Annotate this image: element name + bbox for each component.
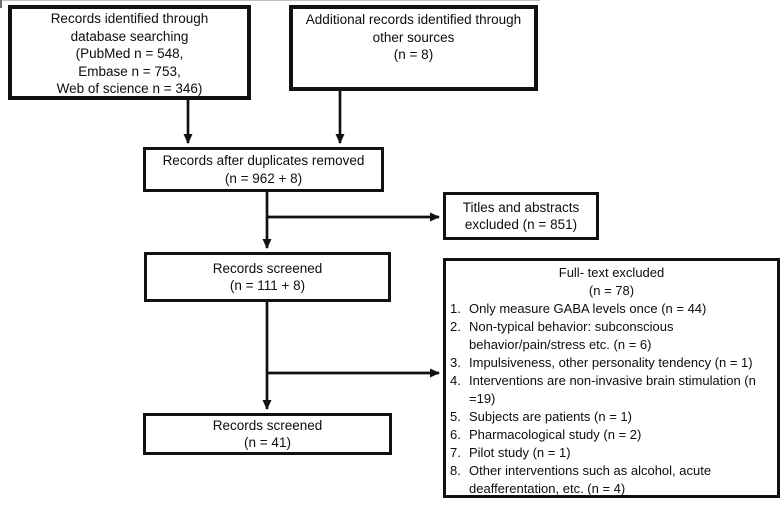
box-line: Embase n = 753,	[78, 63, 181, 79]
item-text: Non-typical behavior: subconscious behav…	[469, 319, 674, 352]
box-line: excluded (n = 851)	[464, 217, 578, 232]
item-text: Impulsiveness, other personality tendenc…	[469, 355, 753, 370]
box-additional-records: Additional records identified through ot…	[289, 5, 538, 91]
item-text: Other interventions such as alcohol, acu…	[469, 463, 712, 496]
full-text-excluded-count: (n = 78)	[588, 283, 635, 298]
box-line: (PubMed n = 548,	[75, 46, 184, 61]
excluded-reason-item: 1. Only measure GABA levels once (n = 44…	[450, 300, 775, 318]
box-line: Records after duplicates removed	[162, 153, 365, 168]
box-line: Additional records identified through	[305, 12, 522, 27]
item-number: 4.	[450, 373, 461, 388]
excluded-reason-item: 3. Impulsiveness, other personality tend…	[450, 354, 775, 372]
item-text: Subjects are patients (n = 1)	[469, 409, 632, 424]
box-line: Titles and abstracts	[462, 199, 580, 215]
box-line: (n = 8)	[393, 47, 434, 62]
item-number: 2.	[450, 319, 461, 334]
box-records-identified: Records identified through database sear…	[8, 5, 251, 100]
box-records-screened-final: Records screened (n = 41)	[143, 413, 392, 455]
item-text: Pharmacological study (n = 2)	[469, 427, 642, 442]
box-line: other sources	[372, 29, 455, 45]
excluded-reason-item: 5. Subjects are patients (n = 1)	[450, 408, 775, 426]
box-records-screened-first: Records screened (n = 111 + 8)	[144, 252, 391, 302]
excluded-reason-item: 8. Other interventions such as alcohol, …	[450, 462, 775, 498]
item-text: Interventions are non-invasive brain sti…	[469, 373, 756, 406]
item-number: 7.	[450, 445, 461, 460]
box-line: Records identified through	[50, 11, 209, 26]
box-titles-abstracts-excluded: Titles and abstracts excluded (n = 851)	[443, 192, 599, 240]
excluded-reason-item: 6. Pharmacological study (n = 2)	[450, 426, 775, 444]
box-line: (n = 41)	[244, 435, 291, 450]
figure-top-rule	[0, 0, 540, 1]
excluded-reasons-list: 1. Only measure GABA levels once (n = 44…	[446, 300, 777, 498]
box-line: Records screened	[212, 417, 323, 433]
item-number: 6.	[450, 427, 461, 442]
item-number: 3.	[450, 355, 461, 370]
box-full-text-excluded: Full- text excluded (n = 78) 1. Only mea…	[443, 258, 780, 498]
figure-corner-tick	[0, 0, 2, 8]
item-text: Pilot study (n = 1)	[469, 445, 571, 460]
item-number: 8.	[450, 463, 461, 478]
box-line: (n = 962 + 8)	[224, 170, 303, 186]
box-line: database searching	[70, 28, 189, 44]
excluded-reason-item: 7. Pilot study (n = 1)	[450, 444, 775, 462]
item-number: 1.	[450, 301, 461, 316]
item-text: Only measure GABA levels once (n = 44)	[469, 301, 707, 316]
full-text-excluded-title: Full- text excluded	[558, 265, 665, 280]
box-line: Records screened	[212, 260, 323, 276]
box-line: Web of science n = 346)	[56, 81, 203, 96]
box-line: (n = 111 + 8)	[229, 278, 306, 293]
excluded-reason-item: 2. Non-typical behavior: subconscious be…	[450, 318, 775, 354]
excluded-reason-item: 4. Interventions are non-invasive brain …	[450, 372, 775, 408]
item-number: 5.	[450, 409, 461, 424]
box-duplicates-removed: Records after duplicates removed (n = 96…	[143, 147, 384, 192]
